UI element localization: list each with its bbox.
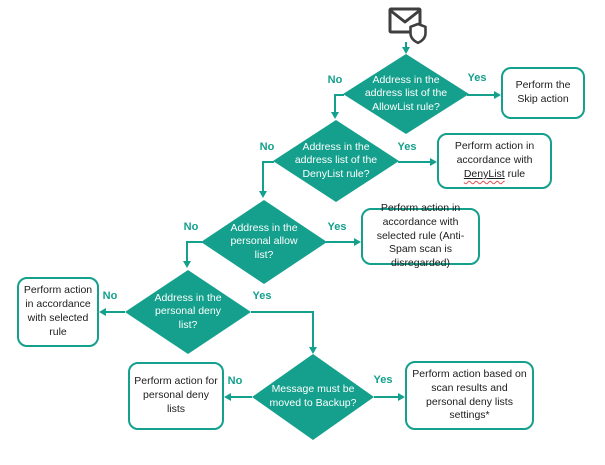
edge-label-personal-deny-yes: Yes [252, 290, 272, 302]
result-scan-results: Perform action based on scan results and… [405, 361, 534, 430]
edge-message-in-line [405, 42, 407, 49]
decision-move-to-backup: Message must be moved to Backup? [252, 354, 374, 440]
decision-personal-deny-list: Address in the personal deny list? [125, 270, 251, 354]
edge-denylist-no-arrow [259, 191, 267, 198]
result-label: Perform action based on scan results and… [412, 367, 527, 422]
edge-backup-yes-arrow [398, 393, 405, 401]
edge-denylist-yes-line [398, 161, 431, 163]
edge-allowlist-yes-line [467, 94, 495, 96]
decision-label: Address in the address list of the Allow… [364, 73, 448, 113]
edge-label-allowlist-no: No [327, 74, 343, 86]
result-personal-deny-action: Perform action for personal deny lists [128, 362, 224, 430]
edge-denylist-no-line-h [262, 161, 274, 163]
email-shield-icon [388, 7, 427, 45]
result-label: Perform action in accordance with select… [23, 284, 93, 338]
edge-backup-yes-line [374, 396, 399, 398]
result-label: Perform action in accordance with select… [376, 201, 465, 270]
edge-personal-deny-yes-arrow [309, 347, 317, 354]
edge-label-denylist-yes: Yes [397, 141, 417, 153]
edge-denylist-no-line-v [262, 161, 264, 193]
result-selected-rule: Perform action in accordance with select… [17, 277, 99, 347]
decision-denylist-rule: Address in the address list of the DenyL… [273, 120, 399, 202]
decision-personal-allow-list: Address in the personal allow list? [201, 200, 327, 284]
edge-label-backup-no: No [227, 375, 243, 387]
edge-label-backup-yes: Yes [373, 374, 393, 386]
edge-label-denylist-no: No [259, 141, 275, 153]
edge-denylist-yes-arrow [430, 158, 437, 166]
decision-label: Address in the address list of the DenyL… [294, 140, 378, 180]
result-label: Perform action in accordance with DenyLi… [454, 140, 535, 180]
edge-allowlist-no-line-v [334, 94, 336, 114]
edge-personal-allow-no-line-v [186, 241, 188, 263]
edge-personal-deny-yes-line-v [312, 311, 314, 349]
edge-allowlist-yes-arrow [494, 91, 501, 99]
decision-allowlist-rule: Address in the address list of the Allow… [343, 54, 469, 134]
edge-personal-allow-no-arrow [183, 261, 191, 268]
edge-label-personal-allow-yes: Yes [327, 221, 347, 233]
edge-backup-no-arrow [224, 393, 231, 401]
edge-personal-allow-yes-line [326, 241, 355, 243]
edge-message-in-arrow [402, 47, 410, 54]
edge-personal-deny-no-line [106, 311, 125, 313]
decision-label: Address in the personal allow list? [230, 221, 298, 261]
result-denylist-rule: Perform action in accordance with DenyLi… [437, 133, 552, 189]
edge-personal-allow-no-line-h [186, 241, 202, 243]
edge-label-personal-deny-no: No [102, 290, 118, 302]
decision-label: Message must be moved to Backup? [269, 383, 357, 409]
edge-label-personal-allow-no: No [183, 221, 199, 233]
edge-personal-allow-yes-arrow [354, 238, 361, 246]
result-label: Perform the Skip action [515, 79, 571, 105]
result-selected-rule-antispam: Perform action in accordance with select… [361, 202, 480, 269]
edge-backup-no-line [231, 396, 252, 398]
decision-label: Address in the personal deny list? [154, 291, 222, 331]
result-skip-action: Perform the Skip action [501, 67, 585, 119]
edge-allowlist-no-line-h [334, 94, 344, 96]
denylist-link: DenyList [463, 167, 505, 180]
result-label: Perform action for personal deny lists [134, 375, 218, 415]
edge-personal-deny-yes-line-h [251, 311, 314, 313]
edge-label-allowlist-yes: Yes [467, 72, 487, 84]
edge-personal-deny-no-arrow [99, 308, 106, 316]
edge-allowlist-no-arrow [331, 112, 339, 119]
